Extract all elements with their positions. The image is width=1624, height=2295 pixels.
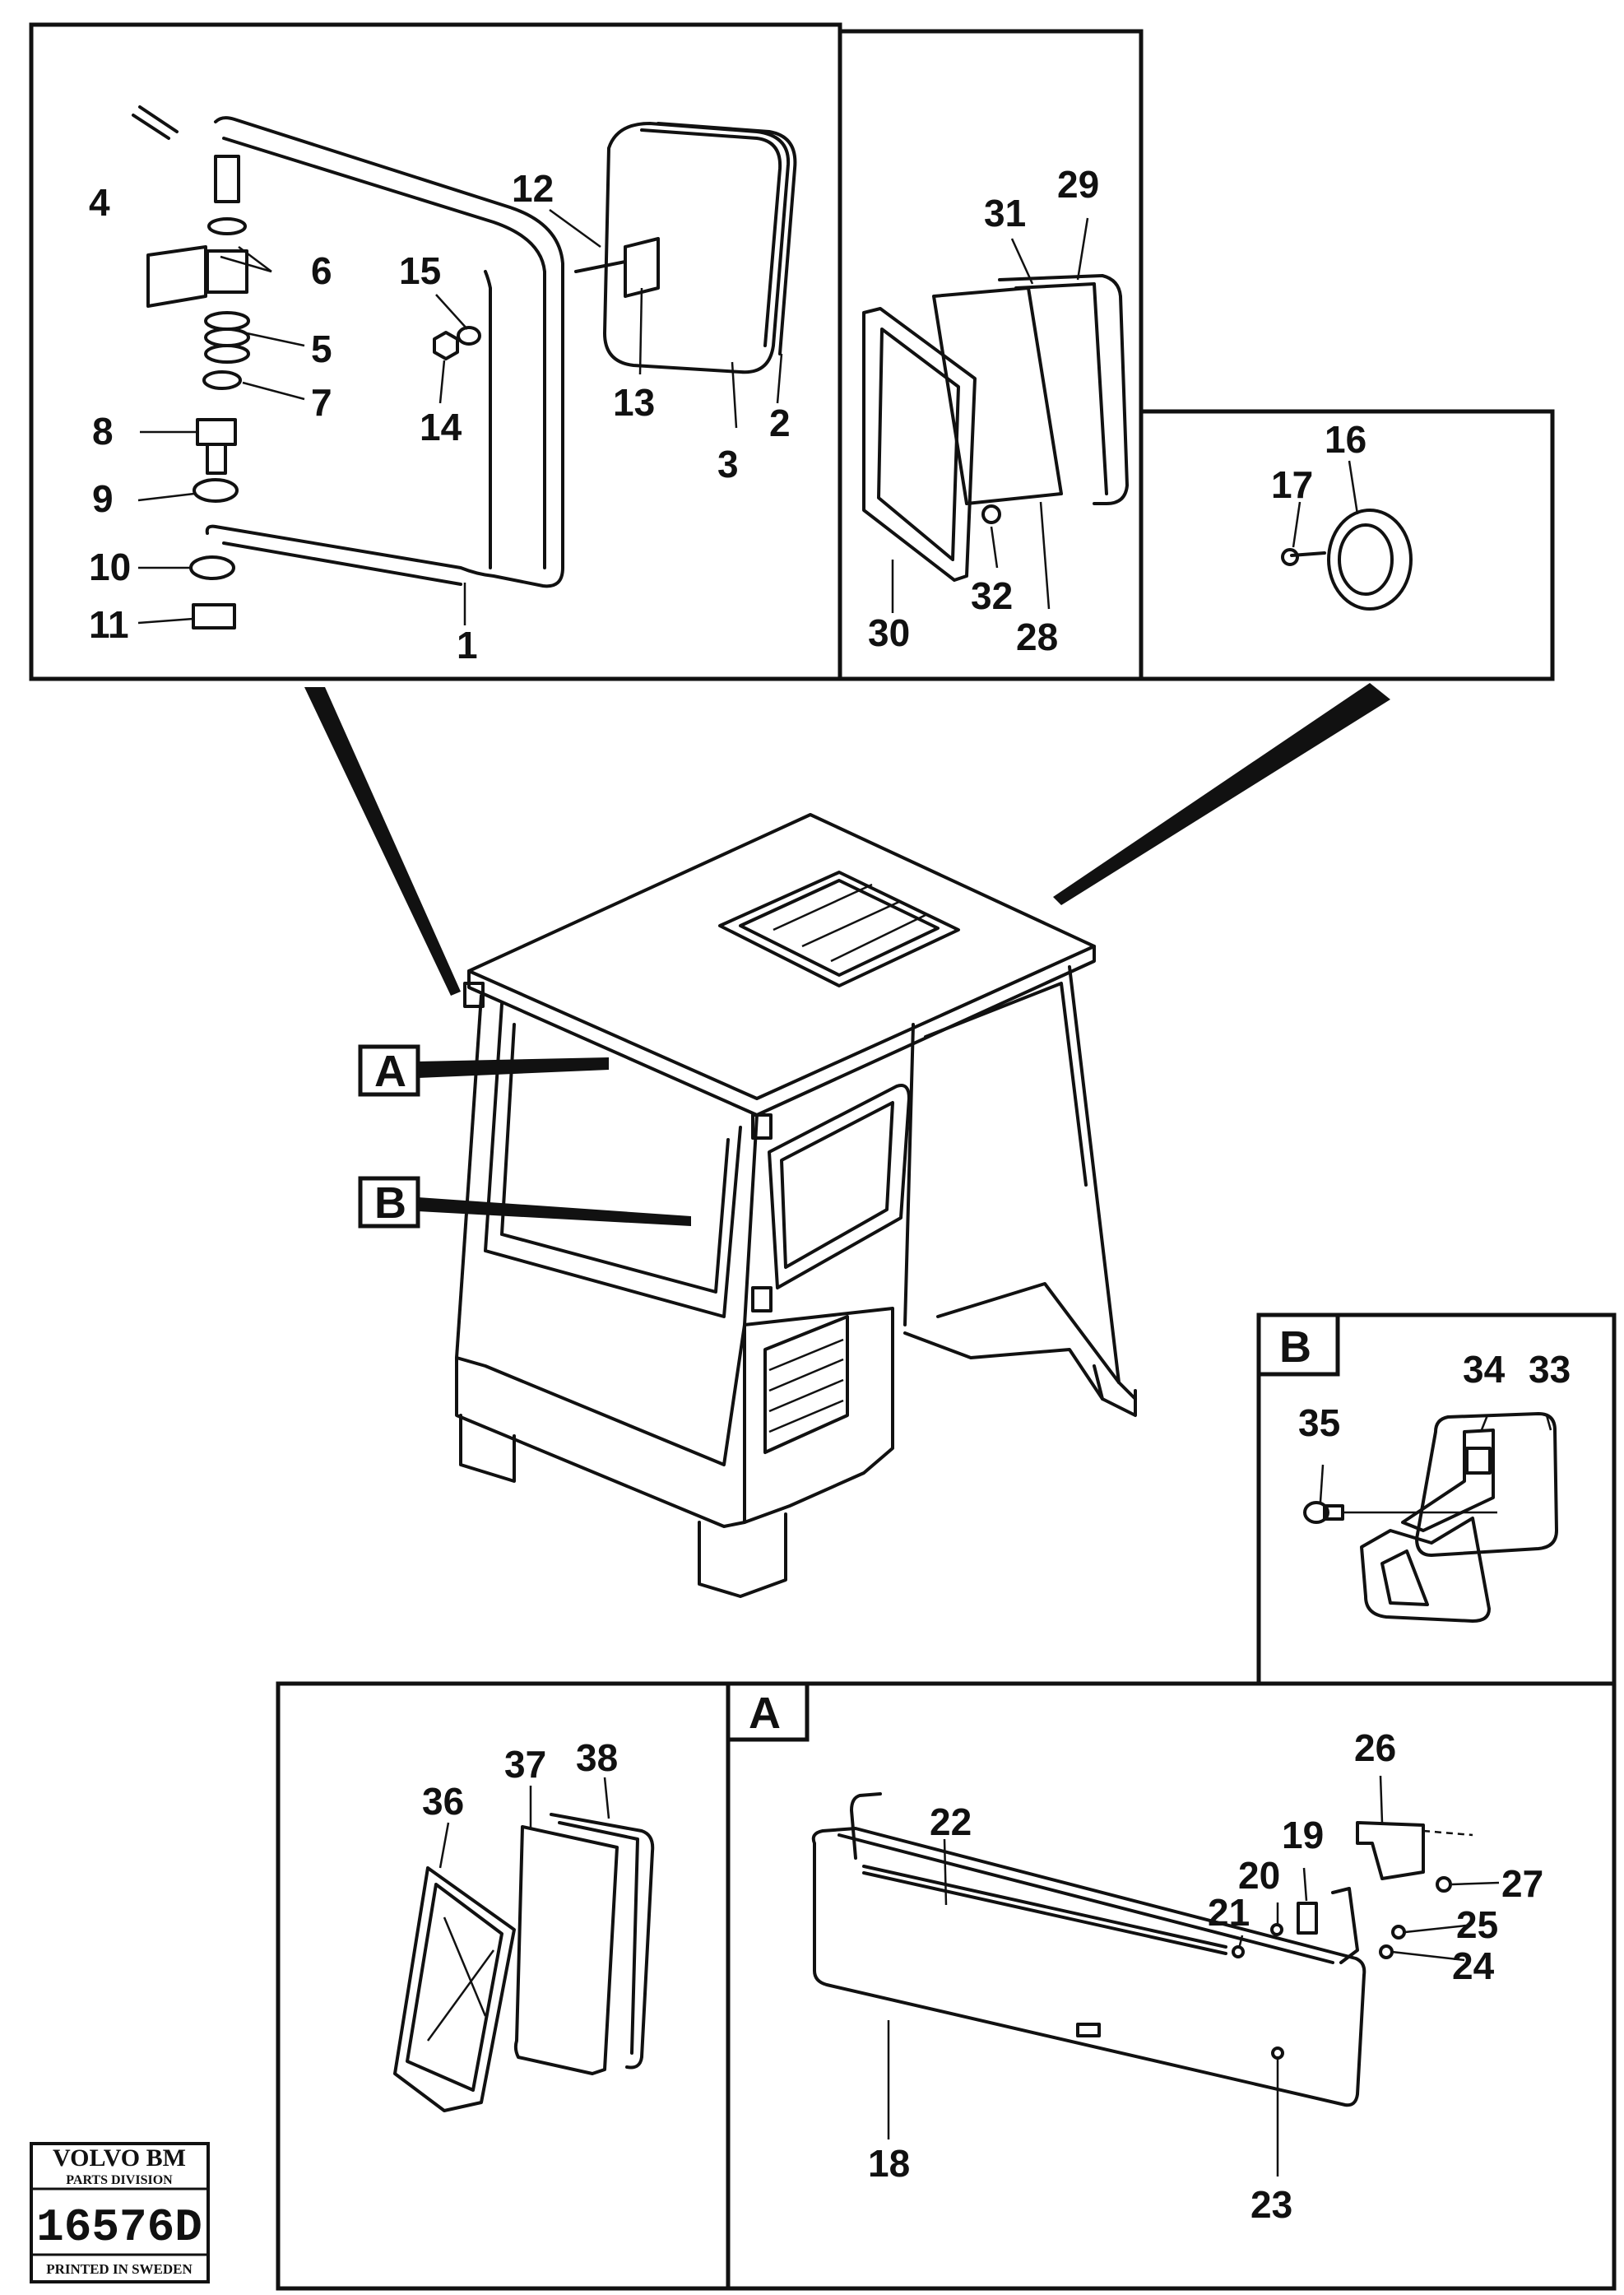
callout-19: 19 <box>1282 1814 1324 1856</box>
callout-28: 28 <box>1016 616 1058 658</box>
detail-b-panel: B 34 33 35 <box>1256 1312 1617 1686</box>
cab-detail-b-marker: B <box>358 1176 691 1229</box>
parts-division-stamp: VOLVO BM PARTS DIVISION 16576D PRINTED I… <box>30 2142 210 2283</box>
callout-22: 22 <box>930 1800 972 1843</box>
callout-20: 20 <box>1238 1854 1280 1897</box>
callout-8: 8 <box>92 410 114 453</box>
callout-3: 3 <box>717 443 739 485</box>
callout-18: 18 <box>868 2142 910 2185</box>
callout-27: 27 <box>1501 1862 1543 1905</box>
callout-4: 4 <box>89 181 110 224</box>
callout-16: 16 <box>1325 418 1366 461</box>
cab-detail-a-marker: A <box>358 1044 609 1097</box>
callout-34: 34 <box>1463 1348 1506 1391</box>
callout-25: 25 <box>1456 1903 1498 1946</box>
callout-15: 15 <box>399 249 441 292</box>
callout-35: 35 <box>1298 1401 1340 1444</box>
callout-7: 7 <box>311 381 332 424</box>
callout-1: 1 <box>457 624 478 667</box>
stamp-division: PARTS DIVISION <box>66 2173 173 2187</box>
callout-31: 31 <box>984 192 1026 235</box>
detail-b-letter: B <box>1279 1322 1311 1372</box>
cab-letter-a: A <box>374 1047 406 1096</box>
callout-10: 10 <box>89 546 131 588</box>
callout-24: 24 <box>1452 1944 1495 1987</box>
callout-5: 5 <box>311 328 332 370</box>
callout-36: 36 <box>422 1780 464 1823</box>
callout-37: 37 <box>504 1743 546 1786</box>
callout-38: 38 <box>576 1736 618 1779</box>
callout-26: 26 <box>1354 1726 1396 1769</box>
callout-29: 29 <box>1057 163 1099 206</box>
callout-12: 12 <box>512 167 554 210</box>
stamp-brand: VOLVO BM <box>53 2144 186 2172</box>
detail-a-letter: A <box>749 1689 781 1738</box>
callout-14: 14 <box>420 406 462 448</box>
reflector-panel: 16 17 <box>1139 409 1555 681</box>
stamp-number: 16576D <box>36 2201 202 2254</box>
cab-body <box>455 813 1137 1598</box>
detail-a-panel: A 22 19 20 21 26 27 <box>726 1681 1617 2291</box>
callout-9: 9 <box>92 477 114 520</box>
callout-17: 17 <box>1271 463 1313 506</box>
callout-21: 21 <box>1208 1891 1250 1934</box>
callout-33: 33 <box>1529 1348 1571 1391</box>
callout-32: 32 <box>971 574 1013 617</box>
mirror-panel: 4 6 5 7 8 9 10 11 1 12 13 15 14 3 2 <box>29 22 842 681</box>
cab-letter-b: B <box>374 1178 406 1228</box>
lamp-panel: 31 29 30 32 28 <box>838 29 1144 681</box>
glass-panel: 36 37 38 <box>276 1681 731 2291</box>
callout-6: 6 <box>311 249 332 292</box>
callout-30: 30 <box>868 611 910 654</box>
callout-11: 11 <box>89 603 129 646</box>
callout-13: 13 <box>613 381 655 424</box>
pointer-to-mirror <box>304 687 461 996</box>
pointer-to-reflector <box>1053 683 1390 905</box>
stamp-printed: PRINTED IN SWEDEN <box>46 2261 193 2277</box>
callout-23: 23 <box>1250 2183 1292 2226</box>
callout-2: 2 <box>769 402 791 444</box>
